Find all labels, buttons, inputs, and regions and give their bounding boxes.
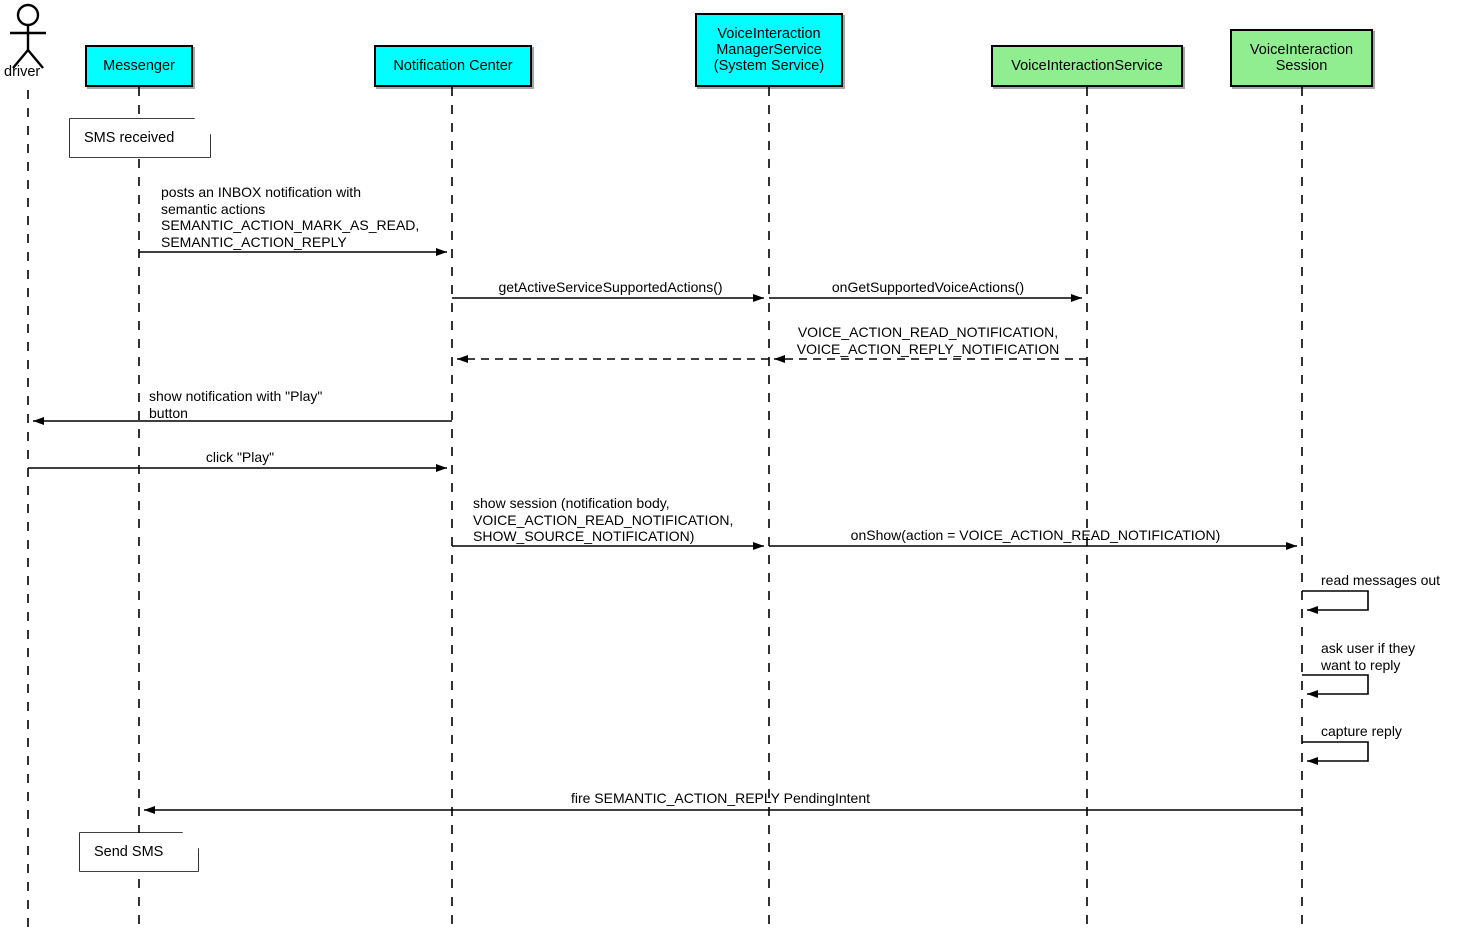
message-label-click-play: click "Play"	[205, 449, 275, 465]
message-label-fire-semantic-action-reply-pending-intent: fire SEMANTIC_ACTION_REPLY PendingIntent	[570, 790, 871, 806]
participant-voice-interaction-session[interactable]: VoiceInteraction Session	[1230, 29, 1373, 87]
actor-label-driver: driver	[4, 64, 41, 80]
note-send-sms-label: Send SMS	[94, 844, 164, 860]
note-sms-received: SMS received	[70, 119, 210, 157]
participant-voice-interaction-manager-service[interactable]: VoiceInteraction ManagerService (System …	[695, 13, 843, 87]
participant-messenger[interactable]: Messenger	[85, 45, 193, 87]
participant-label-voice-interaction-service: VoiceInteractionService	[1011, 58, 1163, 74]
participant-label-voice-interaction-session: VoiceInteraction Session	[1249, 42, 1354, 74]
participant-voice-interaction-service[interactable]: VoiceInteractionService	[991, 45, 1183, 87]
self-message-label-capture-reply: capture reply	[1321, 723, 1402, 739]
self-loop-ask-user-if-they-want-to-reply	[1302, 674, 1369, 698]
self-message-loops-group	[1302, 590, 1369, 765]
self-message-label-ask-user-if-they-want-to-reply: ask user if they want to reply	[1321, 640, 1416, 673]
lifelines-group	[27, 87, 1303, 929]
note-send-sms: Send SMS	[80, 833, 198, 871]
message-arrows-group	[28, 248, 1302, 814]
participant-label-voice-interaction-manager-service: VoiceInteraction ManagerService (System …	[713, 26, 825, 74]
message-label-on-get-supported-voice-actions: onGetSupportedVoiceActions()	[831, 279, 1025, 295]
message-label-show-notification-with-play-button: show notification with "Play" button	[149, 388, 323, 421]
participant-notification-center[interactable]: Notification Center	[374, 45, 532, 87]
self-loop-read-messages-out	[1302, 590, 1369, 614]
message-label-voice-actions-return: VOICE_ACTION_READ_NOTIFICATION, VOICE_AC…	[796, 324, 1060, 357]
message-label-show-session: show session (notification body, VOICE_A…	[473, 495, 734, 544]
participant-label-messenger: Messenger	[103, 58, 175, 74]
message-label-on-show: onShow(action = VOICE_ACTION_READ_NOTIFI…	[850, 527, 1221, 543]
message-label-get-active-service-supported-actions: getActiveServiceSupportedActions()	[498, 279, 723, 295]
stick-figure-actor-icon	[10, 3, 46, 69]
self-message-label-read-messages-out: read messages out	[1321, 572, 1441, 588]
note-sms-received-label: SMS received	[84, 130, 175, 146]
participant-label-notification-center: Notification Center	[393, 58, 513, 74]
message-label-post-inbox-notification: posts an INBOX notification with semanti…	[161, 184, 420, 250]
self-loop-capture-reply	[1302, 741, 1369, 765]
